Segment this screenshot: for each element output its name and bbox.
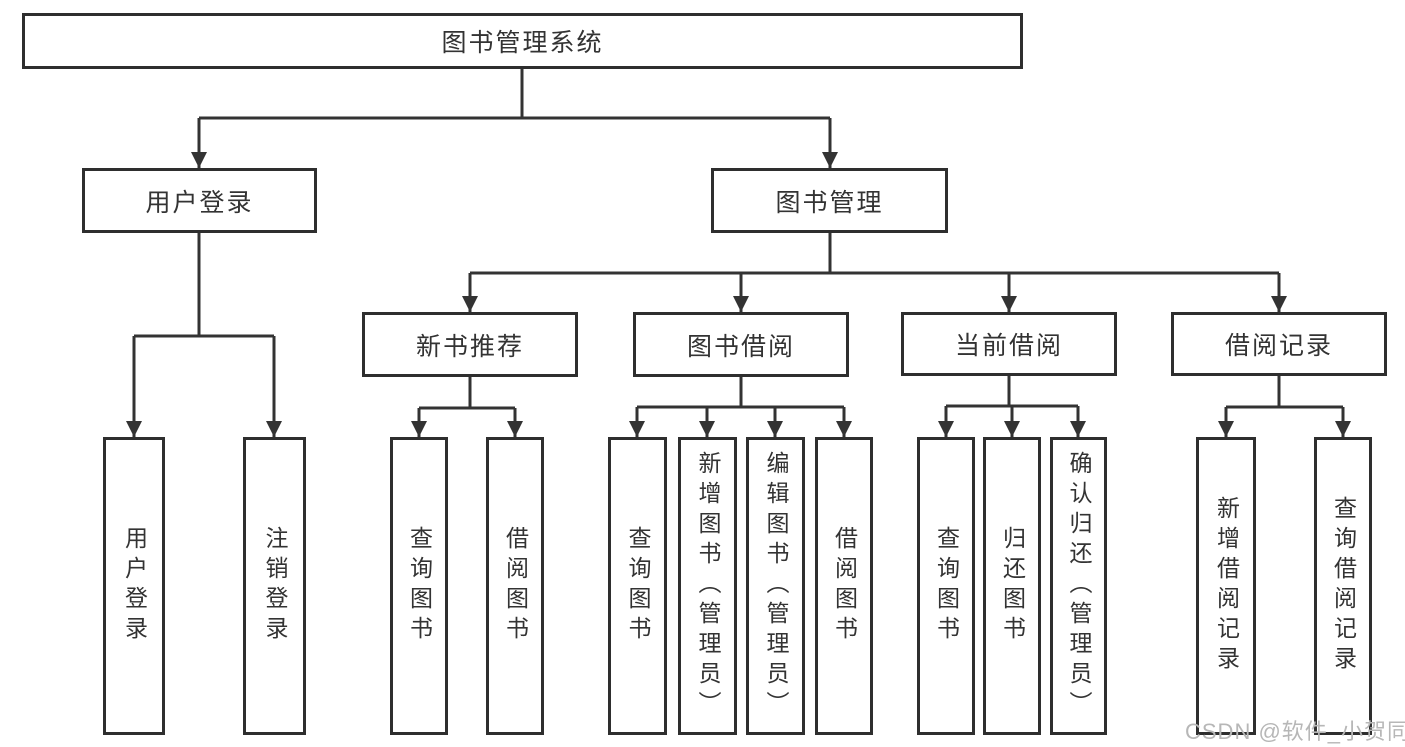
node-leaf-borrow-book-2-label: 借阅图书 — [831, 526, 858, 646]
rail-borrow-record-children — [1226, 376, 1343, 409]
node-leaf-add-borrow-record-label: 新增借阅记录 — [1213, 496, 1240, 676]
node-leaf-add-book-admin: 新增图书（管理员） — [678, 437, 737, 735]
node-leaf-logout: 注销登录 — [243, 437, 306, 735]
node-leaf-add-borrow-record: 新增借阅记录 — [1196, 437, 1256, 735]
rail-root-to-level2 — [199, 68, 830, 120]
node-leaf-confirm-return-admin-label: 确认归还（管理员） — [1066, 451, 1092, 721]
node-leaf-user-login-label: 用户登录 — [121, 526, 148, 646]
node-current-borrow: 当前借阅 — [901, 312, 1117, 376]
rail-book-mgmt-children — [470, 233, 1279, 275]
node-new-book-recommend: 新书推荐 — [362, 312, 578, 377]
node-leaf-return-book-label: 归还图书 — [999, 526, 1026, 646]
node-leaf-query-borrow-record: 查询借阅记录 — [1314, 437, 1372, 735]
node-leaf-user-login: 用户登录 — [103, 437, 165, 735]
node-leaf-borrow-book-1-label: 借阅图书 — [502, 526, 529, 646]
node-leaf-edit-book-admin: 编辑图书（管理员） — [746, 437, 805, 735]
node-leaf-query-book-1-label: 查询图书 — [406, 526, 433, 646]
node-library-system-label: 图书管理系统 — [441, 29, 604, 57]
node-book-borrow: 图书借阅 — [633, 312, 849, 377]
node-leaf-return-book: 归还图书 — [983, 437, 1041, 735]
node-leaf-query-borrow-record-label: 查询借阅记录 — [1330, 496, 1357, 676]
node-leaf-query-book-3-label: 查询图书 — [933, 526, 960, 646]
node-user-login-label: 用户登录 — [145, 188, 254, 217]
node-leaf-logout-label: 注销登录 — [262, 526, 288, 646]
connector-arrows — [126, 118, 1351, 437]
node-leaf-edit-book-admin-label: 编辑图书（管理员） — [763, 451, 789, 721]
node-new-book-recommend-label: 新书推荐 — [415, 332, 524, 361]
node-book-management: 图书管理 — [711, 168, 948, 233]
rail-user-login-children — [134, 232, 274, 338]
node-user-login: 用户登录 — [82, 168, 317, 233]
csdn-watermark: CSDN @软件_小贺同学 — [1185, 719, 1405, 744]
node-leaf-borrow-book-2: 借阅图书 — [815, 437, 873, 735]
node-library-system: 图书管理系统 — [22, 13, 1023, 69]
node-current-borrow-label: 当前借阅 — [954, 332, 1063, 360]
node-book-borrow-label: 图书借阅 — [686, 332, 795, 361]
rail-new-book-children — [419, 377, 515, 410]
node-leaf-query-book-1: 查询图书 — [390, 437, 448, 735]
rail-book-borrow-children — [637, 377, 844, 409]
node-borrow-record-label: 借阅记录 — [1224, 332, 1333, 360]
rail-current-borrow-children — [946, 376, 1078, 408]
node-leaf-borrow-book-1: 借阅图书 — [486, 437, 544, 735]
node-leaf-query-book-2: 查询图书 — [608, 437, 667, 735]
node-leaf-add-book-admin-label: 新增图书（管理员） — [695, 451, 721, 721]
node-book-management-label: 图书管理 — [775, 188, 884, 217]
node-leaf-confirm-return-admin: 确认归还（管理员） — [1050, 437, 1107, 735]
node-leaf-query-book-3: 查询图书 — [917, 437, 975, 735]
node-borrow-record: 借阅记录 — [1171, 312, 1387, 376]
node-leaf-query-book-2-label: 查询图书 — [625, 526, 651, 646]
